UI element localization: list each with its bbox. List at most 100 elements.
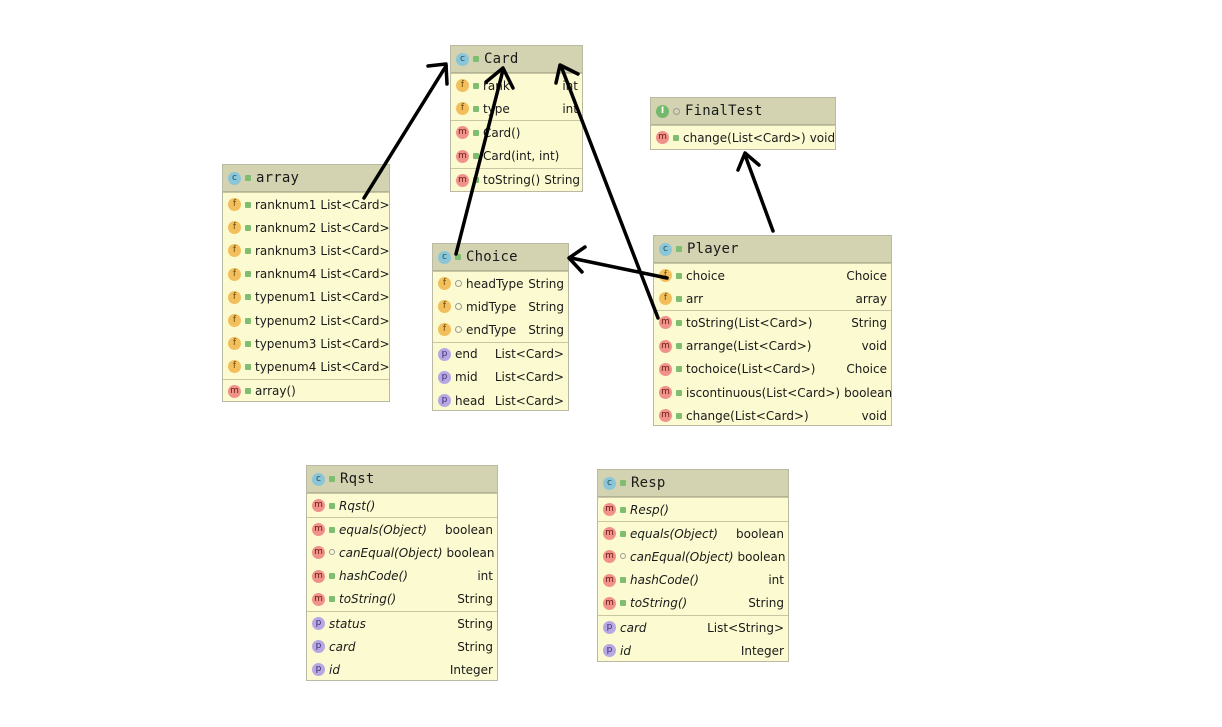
field-icon: f [228,244,241,258]
method-return-type: void [809,130,836,145]
public-lock-icon [676,295,682,302]
method-icon: m [603,503,616,517]
field-name: endType [466,322,517,337]
public-lock-icon [676,343,682,350]
method-name: hashCode() [630,573,699,588]
field-icon: f [228,221,241,235]
method-row[interactable]: m Card() [451,121,582,144]
property-name: status [329,616,366,631]
field-icon: f [228,360,241,374]
method-return-type: boolean [737,549,786,564]
field-name: type [483,101,510,116]
field-type: List<Card> [320,290,390,305]
class-title: Resp [631,475,666,491]
method-name: arrange(List<Card>) [686,339,812,354]
arrowhead-player-to-choice [567,245,587,274]
field-name: ranknum1 [255,197,317,212]
interface-finaltest[interactable]: I FinalTest m change(List<Card>) void [650,97,836,150]
public-lock-icon [245,175,251,181]
property-icon: p [438,347,451,361]
public-lock-icon [329,502,335,509]
package-visibility-icon [455,280,462,288]
abstract-method-icon: m [656,131,669,145]
method-icon: m [603,573,616,587]
methods-section: m toString() String [451,167,582,192]
arrowhead-array-to-card [426,62,449,86]
public-lock-icon [245,388,251,395]
class-title: FinalTest [685,103,763,119]
class-card[interactable]: c Card f rank int f type int m Card() m … [450,45,583,192]
arrow-player-to-finaltest [743,153,775,233]
class-resp-header: c Resp [598,470,788,497]
method-name: canEqual(Object) [339,545,443,560]
class-icon: c [438,250,451,264]
method-row[interactable]: m change(List<Card>) void [651,126,835,149]
method-row[interactable]: m Card(int, int) [451,145,582,168]
method-icon: m [603,550,616,564]
method-name: equals(Object) [630,526,718,541]
public-lock-icon [329,596,335,603]
property-icon: p [312,617,325,631]
property-icon: p [312,640,325,654]
method-row[interactable]: m toString() String [451,169,582,192]
public-lock-icon [329,526,335,533]
method-name: toString(List<Card>) [686,315,813,330]
method-name: change(List<Card>) [686,408,809,423]
field-name: rank [483,78,510,93]
field-icon: f [228,314,241,328]
field-row[interactable]: f rank int [451,74,582,97]
field-type: List<Card> [320,313,390,328]
field-icon: f [438,323,451,337]
property-icon: p [438,394,451,408]
property-name: card [620,620,647,635]
field-row[interactable]: f type int [451,97,582,120]
field-type: List<Card> [320,243,390,258]
